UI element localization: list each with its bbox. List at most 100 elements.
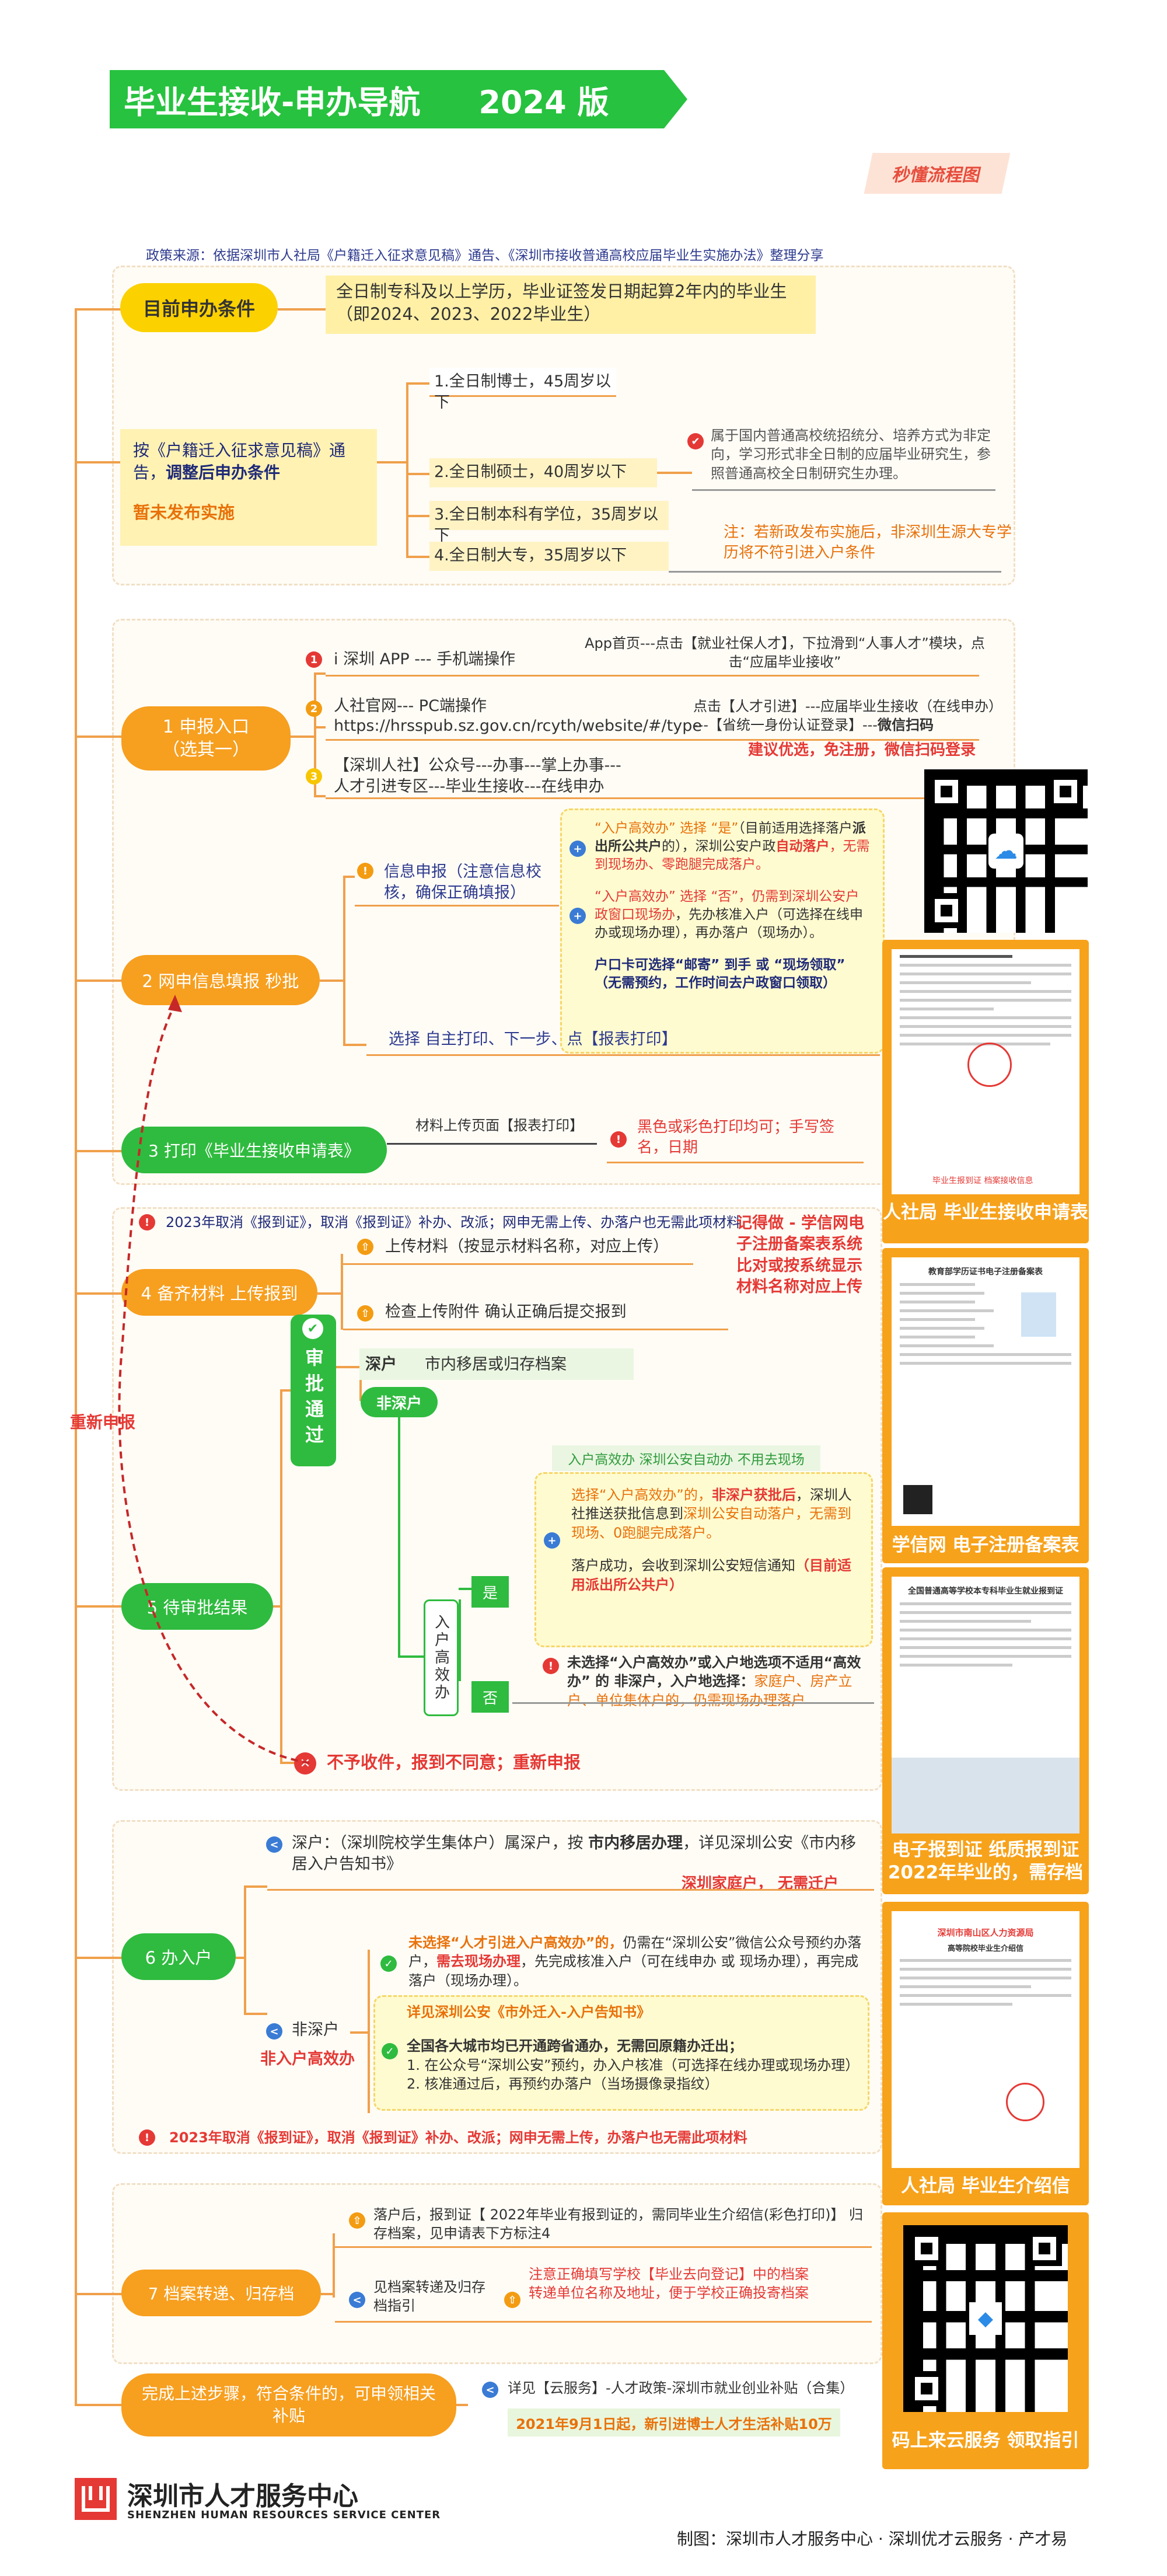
number-3-icon: 3 (306, 768, 322, 785)
adjusted-conditions-box: 按《户籍迁入征求意见稿》通告，调整后申办条件 暂未发布实施 (120, 429, 377, 546)
xuexin-note: 记得做 - 学信网电子注册备案表系统比对或按系统显示材料名称对应上传 (736, 1214, 865, 1296)
heading-conditions: 目前申办条件 (120, 283, 278, 332)
qr-code-cloud[interactable]: ◆ (903, 2225, 1068, 2412)
note-new-policy: 注：若新政发布实施后，非深圳生源大专学历将不符引进入户条件 (724, 524, 1012, 562)
not-yet-label: 暂未发布实施 (133, 502, 235, 522)
card-application-form: 毕业生报到证 档案接收信息 人社局 毕业生接收申请表 (882, 940, 1089, 1243)
cloud-icon: ☁ (988, 834, 1023, 869)
cancel-note-2: 2023年取消《报到证》，取消《报到证》补办、改派；网申无需上传，办落户也无需此… (169, 2129, 747, 2146)
card-caption-5: 码上来云服务 领取指引 (892, 2430, 1079, 2451)
cloud-service-note: 详见【云服务】-人才政策-深圳市就业创业补贴（合集） (508, 2380, 854, 2396)
warning-icon-5: ! (139, 2129, 155, 2146)
warning-icon: ! (357, 863, 373, 879)
condition-item-2: 2.全日制硕士，40周岁以下 (429, 458, 657, 487)
card-caption-4: 人社局 毕业生介绍信 (901, 2176, 1070, 2197)
print-note: 黑色或彩色打印均可；手写签名，日期 (637, 1118, 835, 1157)
option-pc-url[interactable]: https://hrsspub.sz.gov.cn/rcyth/website/… (334, 717, 702, 735)
upload-icon-4: ⇧ (504, 2292, 520, 2308)
green-efficient-tag: 入户高效办 深圳公安自动办 不用去现场 (552, 1445, 820, 1471)
subsidy-note: 2021年9月1日起，新引进博士人才生活补贴10万 (508, 2408, 840, 2436)
version-label: 2024 版 (478, 83, 609, 121)
non-efficient-label: 非入户高效办 (260, 2050, 355, 2068)
resubmit-arrow (118, 995, 310, 1764)
step-1-entry: 1 申报入口 （选其一） (121, 706, 291, 771)
card-xuexin: 教育部学历证书电子注册备案表 学信网 电子注册备案表 (882, 1248, 1089, 1563)
condition-item-4: 4.全日制大专，35周岁以下 (429, 542, 669, 571)
archive-note-3: 注意正确填写学校【毕业去向登记】中的档案转递单位名称及地址，便于学校正确投寄档案 (529, 2266, 809, 2302)
approved-check-icon: ✔ (302, 1318, 323, 1339)
option-app-note: App首页---点击【就业社保人才】，下拉滑到“人事人才”模块，点击“应届毕业接… (585, 635, 985, 671)
plus-icon-3: + (544, 1532, 560, 1549)
condition-item-1: 1.全日制博士，45周岁以下 (429, 368, 616, 412)
upload-icon-2: ⇧ (357, 1305, 373, 1322)
efficient-label: 入户高效办 (424, 1599, 459, 1716)
no-detail: 未选择“入户高效办”或入户地选项不适用“高效办” 的 非深户，入户地选择：家庭户… (567, 1654, 861, 1709)
share-icon-3: < (349, 2292, 365, 2308)
no-tag: 否 (471, 1681, 509, 1713)
footer-credit: 制图：深圳市人才服务中心 · 深圳优才云服务 · 产才易 (677, 2529, 1068, 2549)
share-icon-4: < (482, 2382, 498, 2398)
shenhu-settle: 深户：（深圳院校学生集体户）属深户，按 市内移居办理，详见深圳公安《市内移居入户… (292, 1834, 857, 1874)
qr-code-app[interactable]: ☁ (924, 769, 1088, 933)
archive-note-1: 落户后，报到证【 2022年毕业有报到证的，需同毕业生介绍信(彩色打印)】 归存… (373, 2206, 864, 2242)
migration-box: 详见深圳公安《市外迁入-入户告知书》 全国各大城市均已开通跨省通办，无需回原籍办… (373, 1995, 869, 2111)
share-icon-2: < (266, 2023, 282, 2040)
select-print: 选择 自主打印、下一步、点【报表打印】 (389, 1030, 677, 1048)
step-7-archive: 7 档案转递、归存档 (121, 2270, 321, 2316)
photo-icon (1021, 1292, 1056, 1337)
number-2-icon: 2 (306, 700, 322, 717)
footer-org-cn: 深圳市人才服务中心 (127, 2481, 358, 2511)
source-note: 政策来源：依据深圳市人社局《户籍迁入征求意见稿》通告、《深圳市接收普通高校应届毕… (146, 248, 824, 263)
banner-tail (664, 70, 687, 128)
option-tip: 建议优选，免注册，微信扫码登录 (748, 741, 976, 759)
plus-icon-2: + (569, 908, 586, 924)
page-title: 毕业生接收-申办导航 (124, 83, 421, 121)
yes-tag: 是 (471, 1576, 509, 1608)
logo-mark-icon (75, 2478, 117, 2520)
trunk-line (75, 309, 77, 2405)
option-wechat: 【深圳人社】公众号---办事---掌上办事---人才引进专区---毕业生接收--… (334, 757, 621, 796)
step-2-fill: 2 网申信息填报 秒批 (121, 955, 320, 1005)
non-shenhu-pill: 非深户 (361, 1387, 438, 1417)
efficient-household-box: “入户高效办” 选择 “是”（目前适用选择落户派出所公共户的），深圳公安户政自动… (560, 808, 885, 1054)
card-report-cert: 全国普通高等学校本专科毕业生就业报到证 电子报到证 纸质报到证2022年毕业的，… (882, 1567, 1089, 1894)
reject-icon: ✕ (294, 1752, 316, 1775)
step-6-settle: 6 办入户 (121, 1933, 236, 1980)
archive-guide: 见档案转递及归存档指引 (373, 2279, 485, 2314)
yes-detail-box: 选择“入户高效办”的，非深户获批后，深圳人社推送获批信息到深圳公安自动落户，无需… (534, 1472, 873, 1647)
card-caption-1: 人社局 毕业生接收申请表 (883, 1202, 1088, 1223)
warning-icon-3: ! (139, 1214, 155, 1231)
card-cloud-service: ◆ 码上来云服务 领取指引 (882, 2212, 1089, 2469)
upload-step: 上传材料（按显示材料名称，对应上传） (385, 1238, 669, 1256)
page-title-banner: 毕业生接收-申办导航 2024 版 (110, 70, 664, 128)
share-icon-1: < (266, 1836, 282, 1853)
upload-icon-3: ⇧ (349, 2212, 365, 2229)
number-1-icon: 1 (306, 651, 322, 668)
red-stamp (967, 1043, 1012, 1087)
card-intro-letter: 深圳市南山区人力资源局 高等院校毕业生介绍信 人社局 毕业生介绍信 (882, 1902, 1089, 2205)
check-icon: ✔ (687, 433, 704, 449)
current-condition: 全日制专科及以上学历，毕业证签发日期起算2年内的毕业生（即2024、2023、2… (326, 276, 816, 334)
step-4-materials: 4 备齐材料 上传报到 (121, 1269, 317, 1316)
non-shenhu-settle: 非深户 (292, 2021, 339, 2039)
info-fill: 信息申报（注意信息校核，确保正确填报） (384, 863, 541, 902)
non-efficient-detail: 未选择“人才引进入户高效办”的，仍需在“深圳公安”微信公众号预约办落户，需去现场… (408, 1934, 862, 1989)
check-step: 检查上传附件 确认正确后提交报到 (385, 1303, 627, 1321)
note-postgrad: 属于国内普通高校统招统分、培养方式为非定向，学习形式非全日制的应届毕业研究生，参… (711, 427, 991, 482)
upload-icon: ⇧ (357, 1239, 373, 1255)
card-caption-3: 电子报到证 纸质报到证2022年毕业的，需存档 (888, 1839, 1084, 1883)
reject-text: 不予收件，报到不同意；重新申报 (327, 1752, 581, 1772)
footer-org-en: SHENZHEN HUMAN RESOURCES SERVICE CENTER (127, 2509, 441, 2521)
option-app: i 深圳 APP --- 手机端操作 (334, 650, 516, 668)
resubmit-label: 重新申报 (70, 1413, 136, 1432)
condition-item-3: 3.全日制本科有学位，35周岁以下 (429, 501, 669, 545)
card-caption-2: 学信网 电子注册备案表 (892, 1535, 1079, 1556)
warning-icon-4: ! (543, 1658, 559, 1674)
done-subsidy: 完成上述步骤，符合条件的，可申领相关补贴 (121, 2373, 456, 2436)
plus-icon-1: + (569, 841, 586, 857)
check-icon-3: ✓ (382, 2043, 398, 2059)
upload-page: 材料上传页面【报表打印】 (415, 1117, 584, 1134)
tag-label: 秒懂流程图 (864, 153, 1011, 194)
mini-qr (903, 1485, 932, 1514)
step-3-print: 3 打印《毕业生接收申请表》 (121, 1127, 387, 1173)
